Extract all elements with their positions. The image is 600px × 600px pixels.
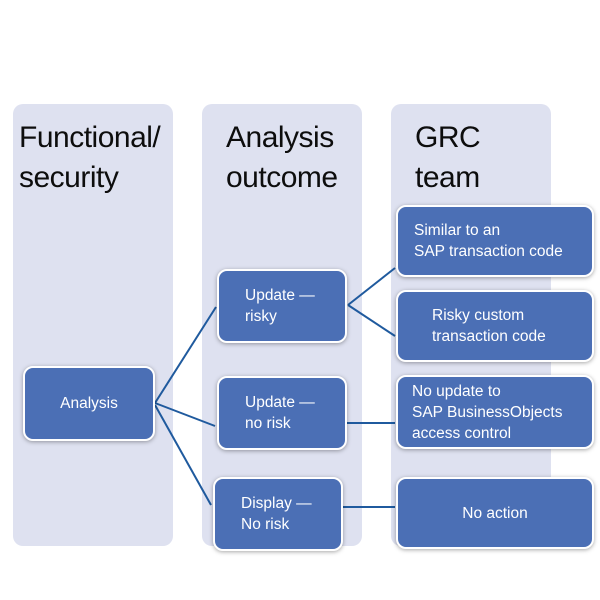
lane-title-grc-team: GRC team <box>415 121 481 194</box>
node-analysis[interactable]: Analysis <box>23 366 155 441</box>
lane-title-analysis-outcome: Analysis outcome <box>226 121 338 194</box>
link-analysis-update-risky <box>154 306 217 404</box>
node-update-risky[interactable]: Update — risky <box>217 269 347 343</box>
node-similar-sap-code[interactable]: Similar to an SAP transaction code <box>396 205 594 277</box>
lane-title-functional-security: Functional/ security <box>19 121 161 194</box>
node-display-no-risk[interactable]: Display — No risk <box>213 477 343 551</box>
link-analysis-display-no-risk <box>154 404 212 506</box>
link-update-risky-similar-sap <box>347 267 396 306</box>
link-update-risky-risky-custom <box>347 304 396 337</box>
node-update-no-risk[interactable]: Update — no risk <box>217 376 347 450</box>
lane-functional-security: Functional/ security <box>13 104 173 546</box>
node-no-update-access-control[interactable]: No update to SAP BusinessObjects access … <box>396 375 594 449</box>
node-no-action[interactable]: No action <box>396 477 594 549</box>
link-analysis-update-no-risk <box>154 402 216 427</box>
node-risky-custom-code[interactable]: Risky custom transaction code <box>396 290 594 362</box>
